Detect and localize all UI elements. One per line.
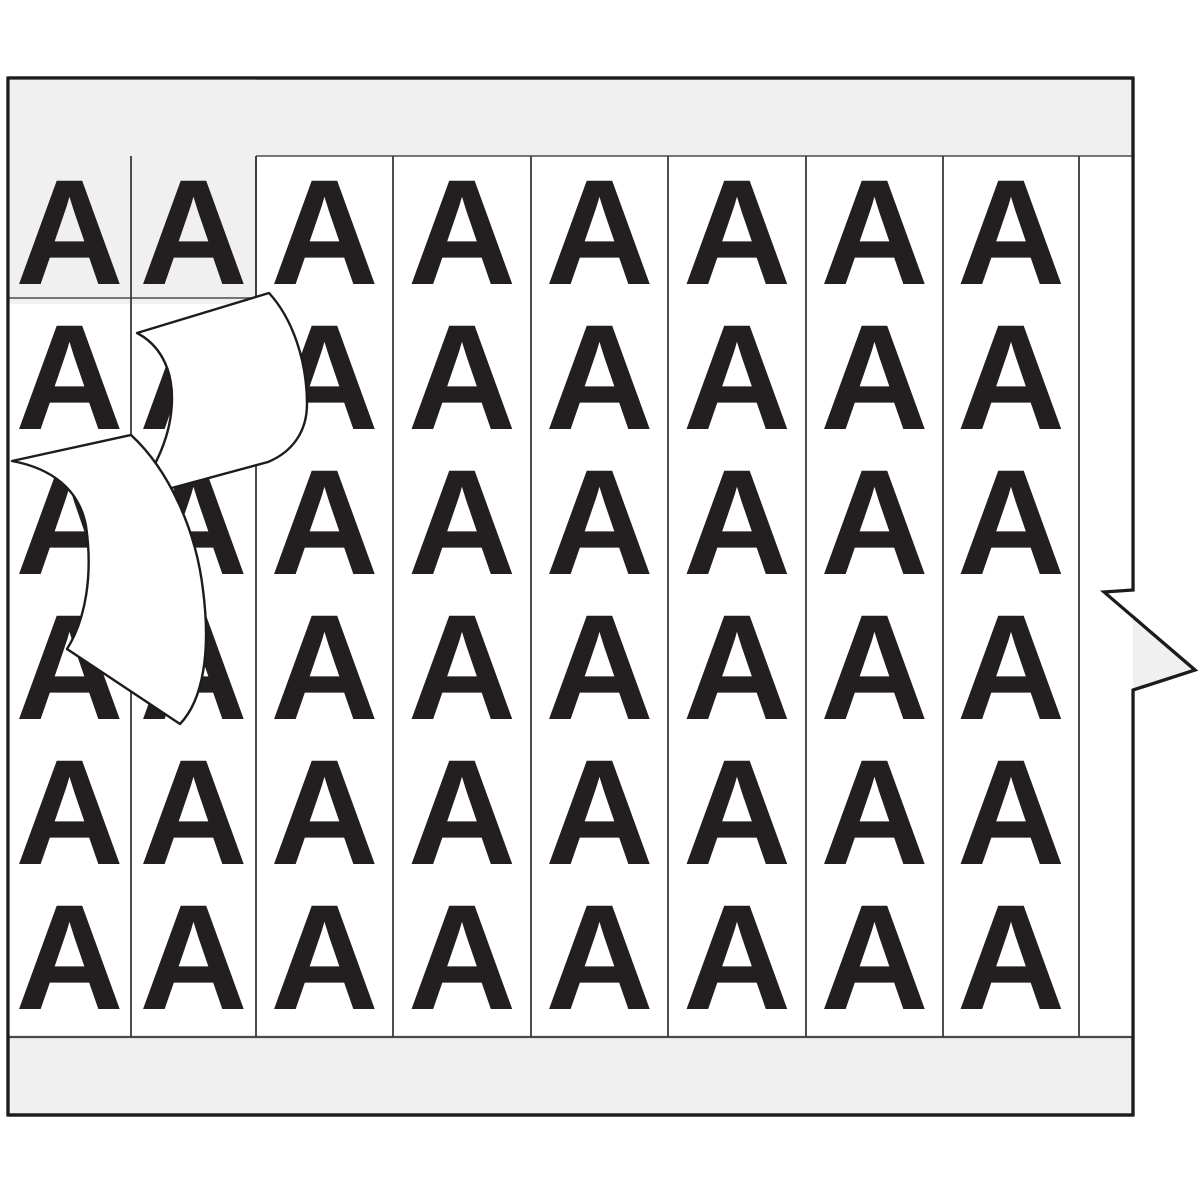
upper-left-backing-fill (8, 78, 256, 298)
outer-frame (6, 76, 1133, 1117)
peeled-label-lower[interactable] (10, 433, 208, 726)
label-cell-letter: A (408, 438, 516, 606)
label-cell-letter: A (408, 728, 516, 896)
label-cell-letter: A (270, 873, 378, 1041)
label-cell-letter: A (545, 293, 653, 461)
label-cell-letter: A (270, 583, 378, 751)
label-cell-letter: A (545, 873, 653, 1041)
label-cell-letter: A (957, 728, 1065, 896)
label-cell-letter: A (545, 728, 653, 896)
label-cell-letter: A (15, 873, 123, 1041)
label-cell-letter: A (683, 728, 791, 896)
label-cell-letter: A (683, 583, 791, 751)
label-cell-letter: A (957, 293, 1065, 461)
label-cell-letter: A (408, 293, 516, 461)
label-cell-letter: A (820, 583, 928, 751)
label-cell-letter: A (957, 873, 1065, 1041)
peeled-label-upper[interactable] (129, 291, 309, 501)
upper-left-backing-shadow (9, 299, 255, 304)
label-cell-letter: A (545, 438, 653, 606)
label-cell-letter: A (683, 438, 791, 606)
label-cell-letter: A (408, 873, 516, 1041)
label-cell-letter: A (545, 148, 653, 316)
label-cell-letter: A (270, 148, 378, 316)
label-cell-letter: A (139, 148, 247, 316)
label-cell-letter: A (820, 728, 928, 896)
peeled-label-lower-face (10, 433, 208, 726)
label-cell-letter: A (15, 293, 123, 461)
peeled-label-upper-face (129, 291, 309, 501)
label-cell-letter: A (957, 148, 1065, 316)
label-cell-letter: A (957, 438, 1065, 606)
label-cell-letter: A (545, 583, 653, 751)
label-cell-letter: A (270, 438, 378, 606)
zigzag-notch-outline (1099, 78, 1199, 1115)
label-cell-letter: A (957, 583, 1065, 751)
label-cell-letter: A (408, 148, 516, 316)
label-cell-letter: A (139, 728, 247, 896)
label-cell-letter: A (139, 873, 247, 1041)
label-cell-letter: A (820, 873, 928, 1041)
label-cell-letter: A (15, 148, 123, 316)
label-cell-letter: A (15, 728, 123, 896)
label-cell-letter: A (683, 148, 791, 316)
label-cell-letter: A (683, 873, 791, 1041)
label-cell-letter: A (408, 583, 516, 751)
label-cell-letter: A (270, 728, 378, 896)
die-cut-zigzag-notch (1099, 78, 1199, 1115)
label-cell-letter: A (820, 293, 928, 461)
label-cell-letter: A (820, 438, 928, 606)
label-cell-letter: A (683, 293, 791, 461)
label-cell-letter: A (820, 148, 928, 316)
